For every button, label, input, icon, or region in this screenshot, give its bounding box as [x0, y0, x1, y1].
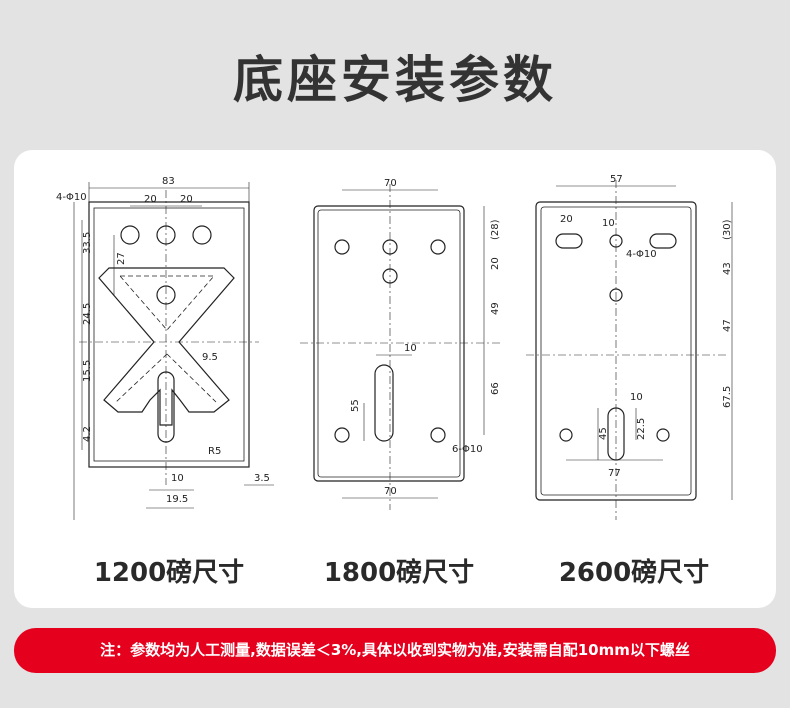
label-1200: 1200磅尺寸 [93, 558, 245, 588]
dim-holes: 6-Φ10 [452, 444, 483, 455]
dim-v4: 67.5 [722, 386, 733, 408]
dim-slot-width: 10 [630, 392, 643, 403]
dim-hole-offset: 10 [602, 218, 615, 229]
dim-slot-pos: 19.5 [166, 494, 188, 505]
dim-v2: 20 [490, 257, 501, 270]
mount-hole [430, 239, 446, 255]
base-drawing-2600: 57 20 10 4-Φ10 (30) 43 47 67.5 10 22.5 4… [526, 174, 733, 520]
mount-hole [430, 427, 446, 443]
dim-radius: R5 [208, 446, 221, 457]
dim-bottom-pitch: 77 [608, 468, 621, 479]
dim-v3: 24.5 [82, 303, 93, 325]
base-drawing-1200: 83 20 20 4-Φ10 33.5 27 24.5 15.5 4.2 9.5… [56, 176, 274, 520]
mount-hole [192, 225, 212, 245]
slot [374, 364, 394, 442]
dim-radius-small: 9.5 [202, 352, 218, 363]
dim-slot-width: 10 [171, 473, 184, 484]
mount-hole [334, 239, 350, 255]
dim-slot-width: 10 [404, 343, 417, 354]
dim-v3: 49 [490, 302, 501, 315]
dim-slot-pos: 45 [598, 427, 609, 440]
diagram-card: 83 20 20 4-Φ10 33.5 27 24.5 15.5 4.2 9.5… [14, 150, 776, 608]
mount-hole [656, 428, 670, 442]
dim-v4: 66 [490, 382, 501, 395]
slot [649, 233, 677, 249]
label-1800: 1800磅尺寸 [323, 558, 475, 588]
label-2600: 2600磅尺寸 [558, 558, 710, 588]
dim-holes: 4-Φ10 [626, 249, 657, 260]
dim-slot-height: 55 [350, 399, 361, 412]
dim-v1: (30) [722, 219, 733, 240]
mount-hole [559, 428, 573, 442]
dim-v2: 43 [722, 262, 733, 275]
dim-pitch-2: 20 [180, 194, 193, 205]
dim-v1: (28) [490, 219, 501, 240]
mount-hole [120, 225, 140, 245]
dim-v1: 33.5 [82, 232, 93, 254]
dim-bottom-width: 70 [384, 486, 397, 497]
dim-v4: 15.5 [82, 360, 93, 382]
dim-slot-left: 20 [560, 214, 573, 225]
dim-pitch-1: 20 [144, 194, 157, 205]
dim-v2: 27 [116, 252, 127, 265]
plate-outline [88, 201, 250, 468]
base-drawing-1800: 70 70 10 55 (28) 20 49 66 6-Φ10 [300, 178, 501, 510]
slot [555, 233, 583, 249]
plate-outline [313, 205, 465, 482]
dim-slot-height: 22.5 [636, 418, 647, 440]
disclaimer-note: 注：参数均为人工测量,数据误差＜3%,具体以收到实物为准,安装需自配10mm以下… [14, 628, 776, 673]
dim-top-width: 70 [384, 178, 397, 189]
dim-top-width: 83 [162, 176, 175, 187]
page-title: 底座安装参数 [233, 51, 557, 109]
dim-top-width: 57 [610, 174, 623, 185]
mount-hole [334, 427, 350, 443]
dim-v3: 47 [722, 319, 733, 332]
dim-v5: 4.2 [82, 426, 93, 442]
dim-edge: 3.5 [254, 473, 270, 484]
dim-holes: 4-Φ10 [56, 192, 87, 203]
